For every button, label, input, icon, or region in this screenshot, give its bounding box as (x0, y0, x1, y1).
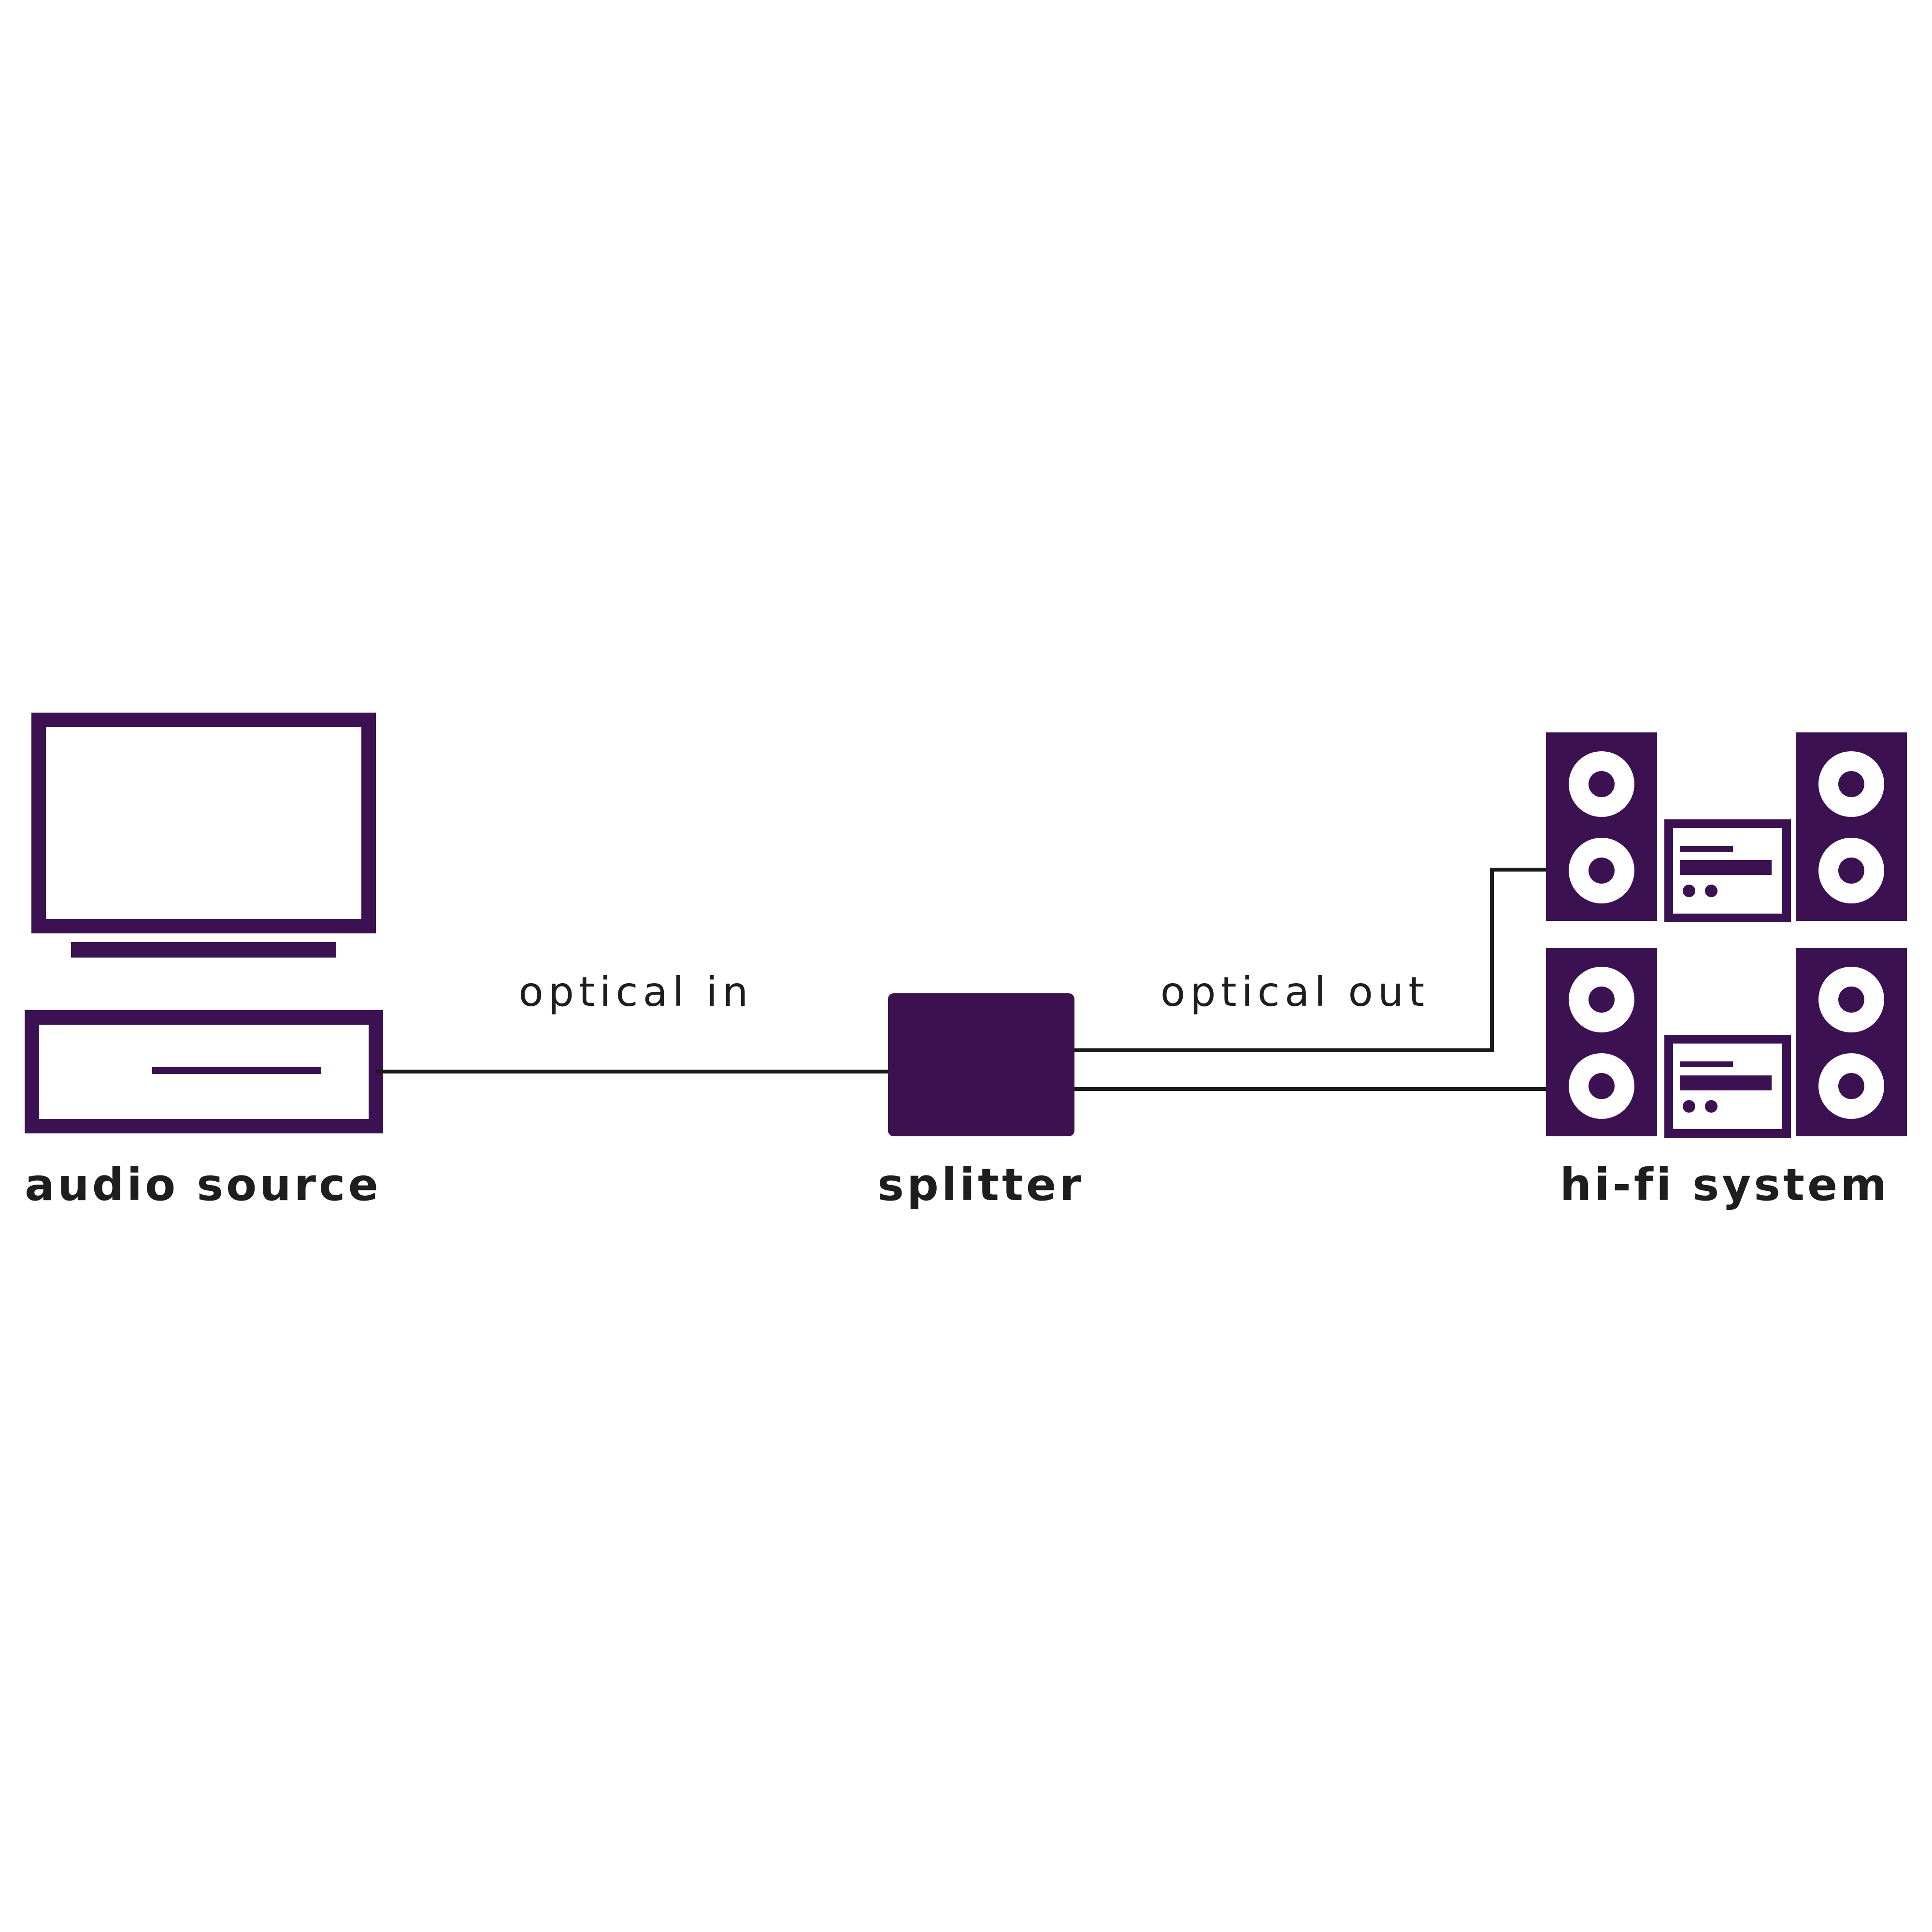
optical-in-label: optical in (518, 968, 753, 1016)
splitter-node: splitter (877, 993, 1084, 1211)
optical-out-cable-top (1074, 868, 1546, 1052)
hifi-stereo-icon (1546, 732, 1907, 921)
cables (376, 868, 1546, 1091)
splitter-label: splitter (877, 1159, 1084, 1211)
audio-source-label: audio source (25, 1159, 381, 1211)
optical-out-label: optical out (1160, 968, 1429, 1016)
hifi-system-label: hi-fi system (1560, 1159, 1890, 1211)
audio-source-node: audio source (25, 713, 383, 1211)
hifi-system-node: hi-fi system (1546, 732, 1907, 1211)
splitter-box-icon (888, 993, 1074, 1136)
tv-icon (31, 713, 376, 958)
set-top-box-icon (25, 1010, 383, 1133)
hifi-stereo-icon (1546, 948, 1907, 1136)
